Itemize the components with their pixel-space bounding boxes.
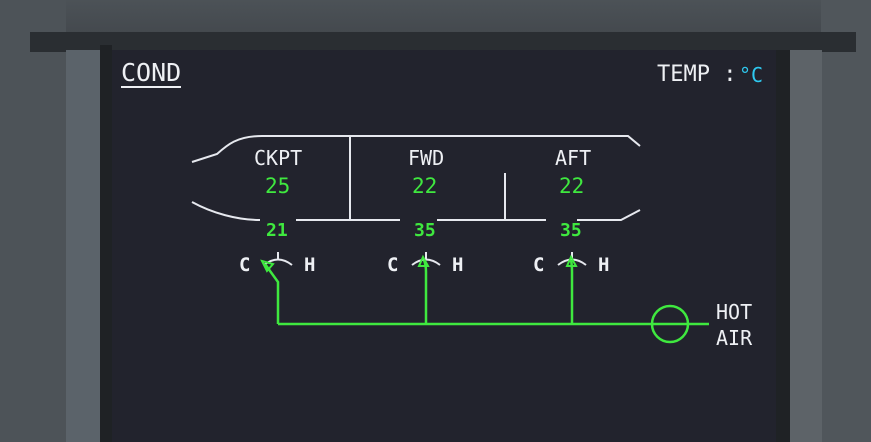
ckpt-cold-label: C <box>239 254 251 276</box>
display-rail-right <box>790 50 822 442</box>
display-rail-right-inner <box>776 50 790 442</box>
fwd-cold-label: C <box>387 254 399 276</box>
fwd-hot-label: H <box>452 254 464 276</box>
hot-air-valve-icon <box>650 304 690 344</box>
fuselage-outline <box>191 135 641 221</box>
zone-name-aft: AFT <box>555 146 592 170</box>
zone-name-fwd: FWD <box>408 146 445 170</box>
display-bezel-top <box>0 0 871 33</box>
fwd-duct-line <box>422 259 428 324</box>
duct-temp-fwd: 35 <box>414 220 436 241</box>
display-frame-shadow <box>30 32 856 52</box>
aft-valve-pointer-icon <box>565 254 578 267</box>
display-bezel-left <box>0 0 66 442</box>
ckpt-valve-pointer-icon <box>260 259 275 273</box>
aft-cold-label: C <box>533 254 545 276</box>
ckpt-duct-line <box>263 263 280 324</box>
duct-temp-aft: 35 <box>560 220 582 241</box>
ecam-cond-page: COND TEMP : °C CKPT 25 21 C H FWD 22 35 … <box>112 50 776 442</box>
page-title: COND <box>121 58 182 88</box>
hot-air-duct <box>263 259 709 344</box>
cond-schematic <box>191 135 709 344</box>
zone-name-ckpt: CKPT <box>254 146 303 170</box>
duct-temp-ckpt: 21 <box>266 220 288 241</box>
temp-unit-value: °C <box>739 63 764 87</box>
display-rail-left-inner <box>100 45 112 442</box>
zone-temp-fwd: 22 <box>412 174 438 198</box>
zone-temp-ckpt: 25 <box>265 174 291 198</box>
hot-air-label-line2: AIR <box>716 326 753 350</box>
aft-duct-line <box>569 259 574 324</box>
fwd-trim-valve-gauge <box>411 252 441 266</box>
zone-temp-aft: 22 <box>559 174 585 198</box>
temp-unit-label: TEMP : <box>657 62 737 87</box>
ckpt-hot-label: H <box>304 254 316 276</box>
ckpt-trim-valve-gauge <box>263 252 293 266</box>
aft-hot-label: H <box>598 254 610 276</box>
display-bezel-right <box>821 0 871 442</box>
hot-air-label-line1: HOT <box>716 300 753 324</box>
display-rail-left <box>66 50 100 442</box>
fwd-valve-pointer-icon <box>417 254 430 267</box>
